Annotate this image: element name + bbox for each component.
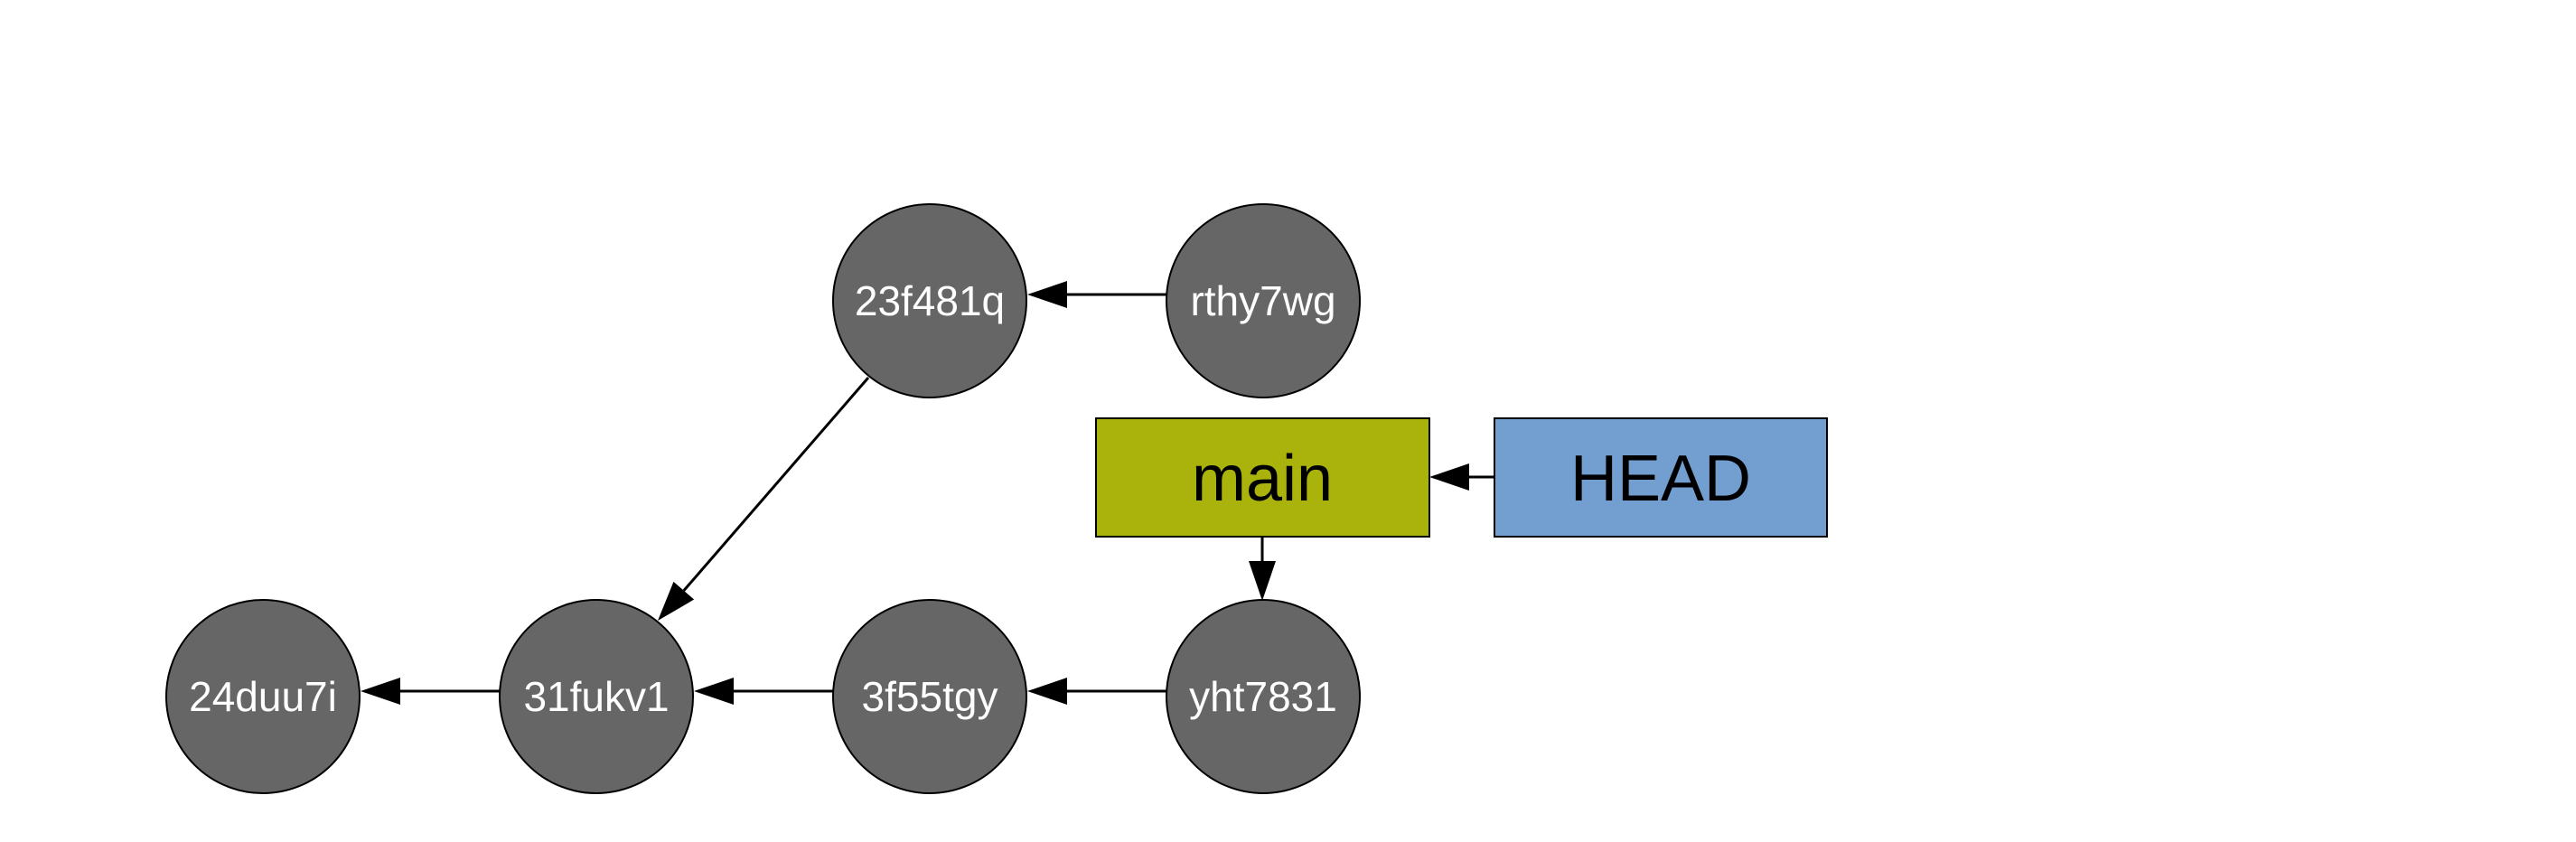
arrowhead-yht7831-to-3f55tgy [1027, 678, 1067, 705]
commit-node-yht7831: yht7831 [1166, 599, 1361, 794]
arrowhead-3f55tgy-to-31fukv1 [694, 678, 734, 705]
arrowhead-rthy7wg-to-23f481q [1027, 281, 1067, 308]
commit-node-23f481q: 23f481q [832, 203, 1027, 398]
edge-23f481q-to-31fukv1 [682, 377, 870, 592]
commit-node-rthy7wg: rthy7wg [1166, 203, 1361, 398]
commit-label: yht7831 [1189, 673, 1337, 720]
commit-node-24duu7i: 24duu7i [165, 599, 361, 794]
commit-label: 23f481q [855, 277, 1005, 324]
commit-circle [165, 599, 361, 794]
commit-label: rthy7wg [1190, 277, 1335, 324]
arrowhead-head-to-main [1429, 463, 1469, 491]
commit-circle [499, 599, 694, 794]
commit-node-3f55tgy: 3f55tgy [832, 599, 1027, 794]
arrowhead-main-to-yht7831 [1249, 561, 1276, 601]
main-box [1095, 417, 1430, 538]
commit-node-31fukv1: 31fukv1 [499, 599, 694, 794]
commit-circle [1166, 599, 1361, 794]
head-label: HEAD [1570, 443, 1751, 515]
arrowhead-31fukv1-to-24duu7i [361, 678, 400, 705]
head-box [1494, 417, 1828, 538]
commit-circle [832, 599, 1027, 794]
branch-ref-main: main [1095, 417, 1430, 538]
commit-label: 31fukv1 [523, 673, 669, 720]
commit-label: 24duu7i [189, 673, 337, 720]
arrowhead-23f481q-to-31fukv1 [658, 581, 695, 621]
edges-layer [361, 281, 1494, 705]
main-label: main [1192, 443, 1333, 515]
commit-circle [832, 203, 1027, 398]
commit-circle [1166, 203, 1361, 398]
commit-label: 3f55tgy [862, 673, 998, 720]
nodes-layer: 24duu7i 31fukv1 3f55tgy yht7831 23f481q … [165, 203, 1828, 794]
head-ref: HEAD [1494, 417, 1828, 538]
